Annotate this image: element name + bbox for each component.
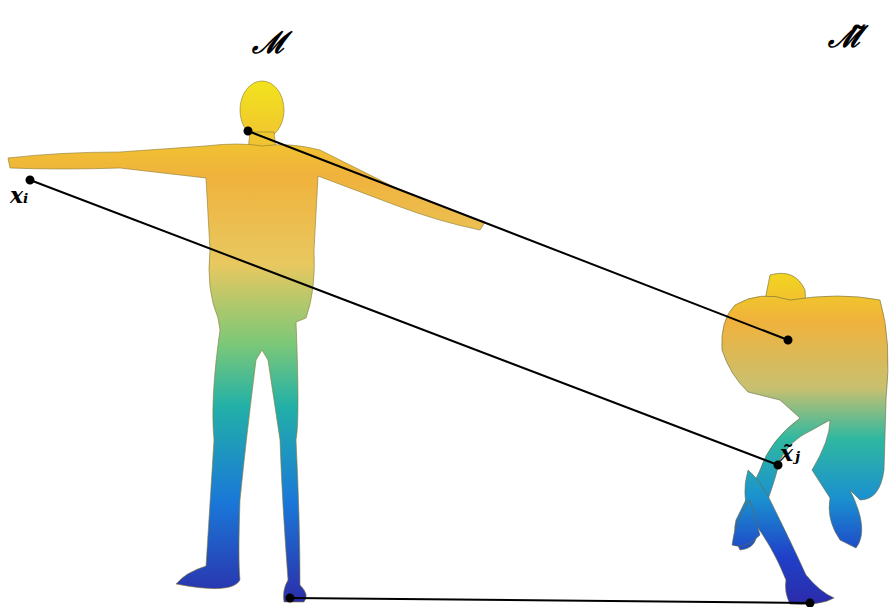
correspondence-lines [27, 128, 814, 607]
shape-label: ℳ̃ [828, 22, 863, 52]
source-mesh [8, 81, 485, 602]
point-label: xᵢ [10, 184, 28, 206]
point-label: x̃ⱼ [780, 442, 800, 464]
shape-label: ℳ [252, 28, 287, 58]
